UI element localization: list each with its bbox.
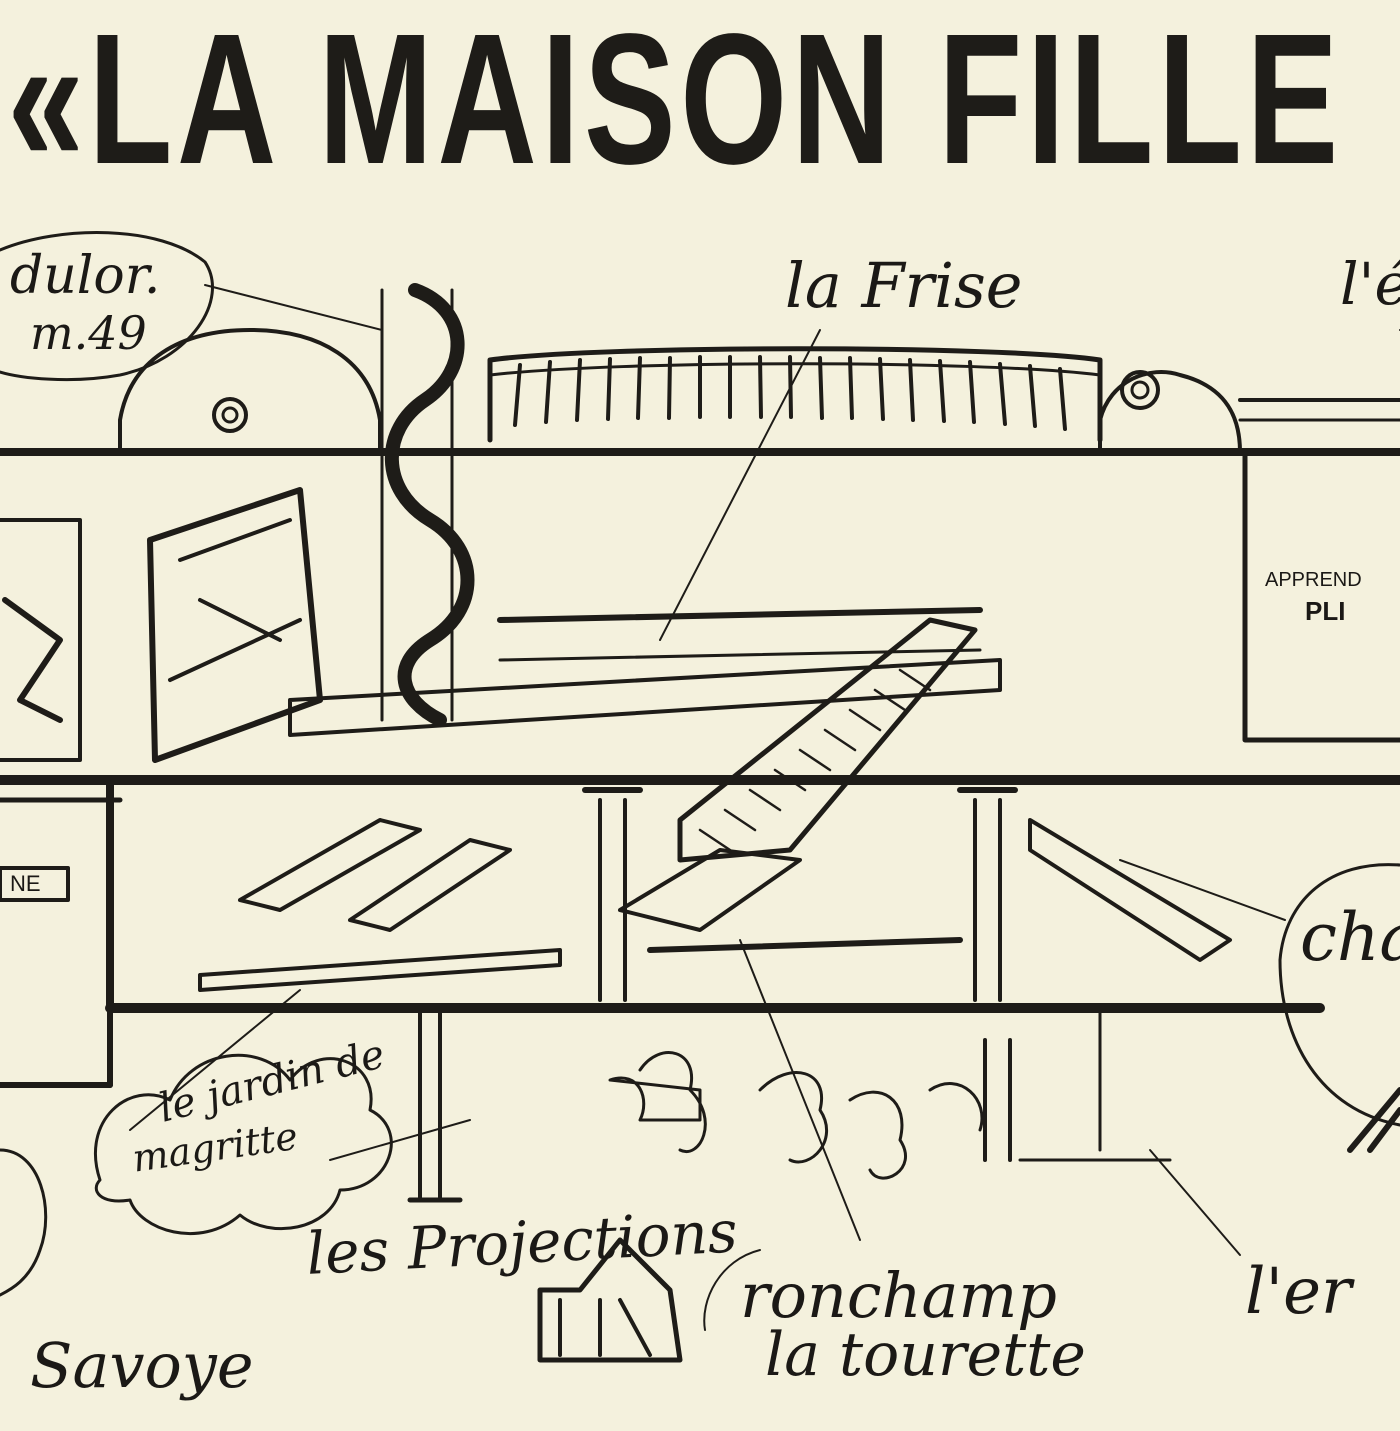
frise-label: la Frise	[785, 249, 1023, 322]
top-right-label: l'é	[1340, 250, 1400, 318]
ne-sign-text: NE	[10, 871, 41, 896]
upper-display-table	[288, 658, 1002, 737]
lower-display-table	[198, 948, 562, 992]
modulor-label: dulor.	[10, 246, 161, 306]
hanging-painting	[147, 487, 323, 763]
ne-sign	[0, 866, 70, 902]
frieze-ribs	[513, 355, 1067, 431]
chair-bubble	[1278, 863, 1400, 1127]
modulor-column	[384, 283, 475, 727]
savoye-label: Savoye	[30, 1329, 254, 1402]
modulor-height-label: m.49	[30, 306, 147, 360]
vault-frieze	[487, 346, 1103, 443]
pli-sign: PLI	[1305, 596, 1346, 626]
central-staircase	[677, 617, 978, 863]
chair-label: cha	[1300, 899, 1400, 976]
column	[973, 798, 1002, 1002]
right-bottom-label: l'er	[1245, 1255, 1352, 1329]
right-display-panel	[1028, 818, 1232, 962]
modulor-bubble	[0, 231, 214, 382]
column	[598, 798, 627, 1002]
left-arch	[118, 328, 382, 454]
magritte-cloud	[93, 1053, 393, 1236]
ronchamp-sketch	[537, 1237, 683, 1363]
tourette-label: la tourette	[765, 1320, 1086, 1390]
apprendre-sign: APPREND	[1265, 569, 1362, 591]
right-arch	[1098, 370, 1242, 454]
ronchamp-label: ronchamp	[740, 1259, 1057, 1332]
